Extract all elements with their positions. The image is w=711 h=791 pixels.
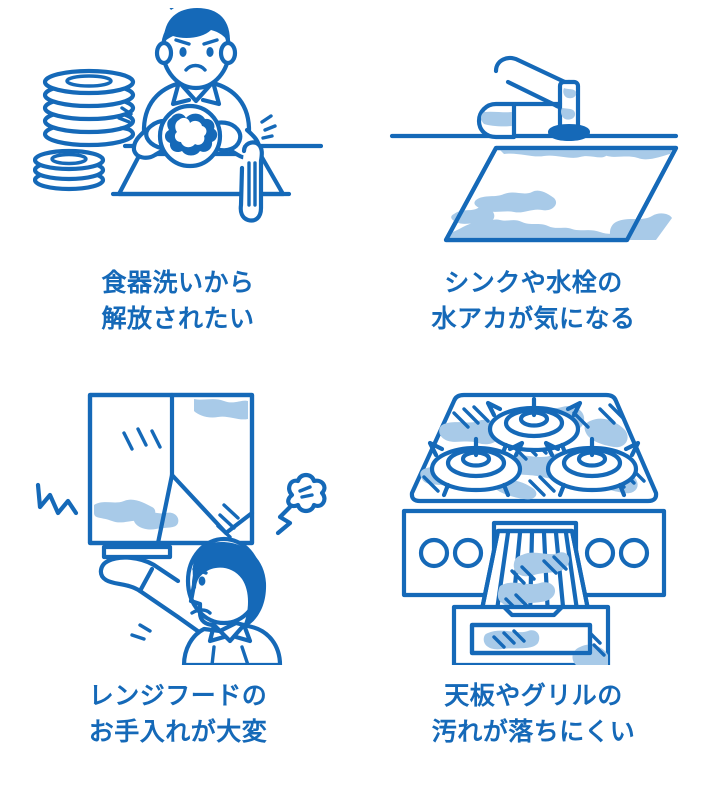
sink-and-faucet-limescale-illustration [356, 0, 711, 258]
person-cleaning-range-hood-illustration [0, 380, 356, 665]
caption-line-2: お手入れが大変 [88, 717, 268, 746]
caption-line-1: 食器洗いから [101, 269, 255, 297]
caption-stove: 天板やグリルの 汚れが落ちにくい [432, 679, 636, 750]
pain-point-card-dishwashing: 食器洗いから 解放されたい [0, 0, 356, 370]
pain-point-card-sink: シンクや水栓の 水アカが気になる [356, 0, 711, 370]
pain-point-card-rangehood: レンジフードの お手入れが大変 [0, 370, 356, 791]
caption-line-1: レンジフードの [88, 682, 268, 710]
caption-line-2: 水アカが気になる [431, 304, 636, 333]
plate-stack-small-icon [33, 148, 106, 192]
stress-mark-icon [275, 472, 327, 536]
burner-front-right [543, 436, 640, 498]
caption-line-1: 天板やグリルの [444, 682, 623, 710]
burner-back-center [485, 396, 582, 458]
caption-line-2: 解放されたい [101, 304, 255, 333]
drawer-front-hatch-marks [491, 629, 606, 657]
caption-dishwashing: 食器洗いから 解放されたい [101, 266, 254, 337]
person-washing-dishes-illustration [0, 0, 356, 258]
caption-line-2: 汚れが落ちにくい [431, 717, 636, 746]
gas-stove-and-grill-stains-illustration [356, 380, 711, 665]
burner-front-left [427, 436, 524, 498]
caption-sink: シンクや水栓の 水アカが気になる [431, 266, 635, 337]
caption-rangehood: レンジフードの お手入れが大変 [89, 679, 268, 750]
pain-point-card-stove: 天板やグリルの 汚れが落ちにくい [356, 370, 711, 791]
plate-stack-icon [42, 68, 136, 148]
caption-line-1: シンクや水栓の [444, 269, 623, 297]
